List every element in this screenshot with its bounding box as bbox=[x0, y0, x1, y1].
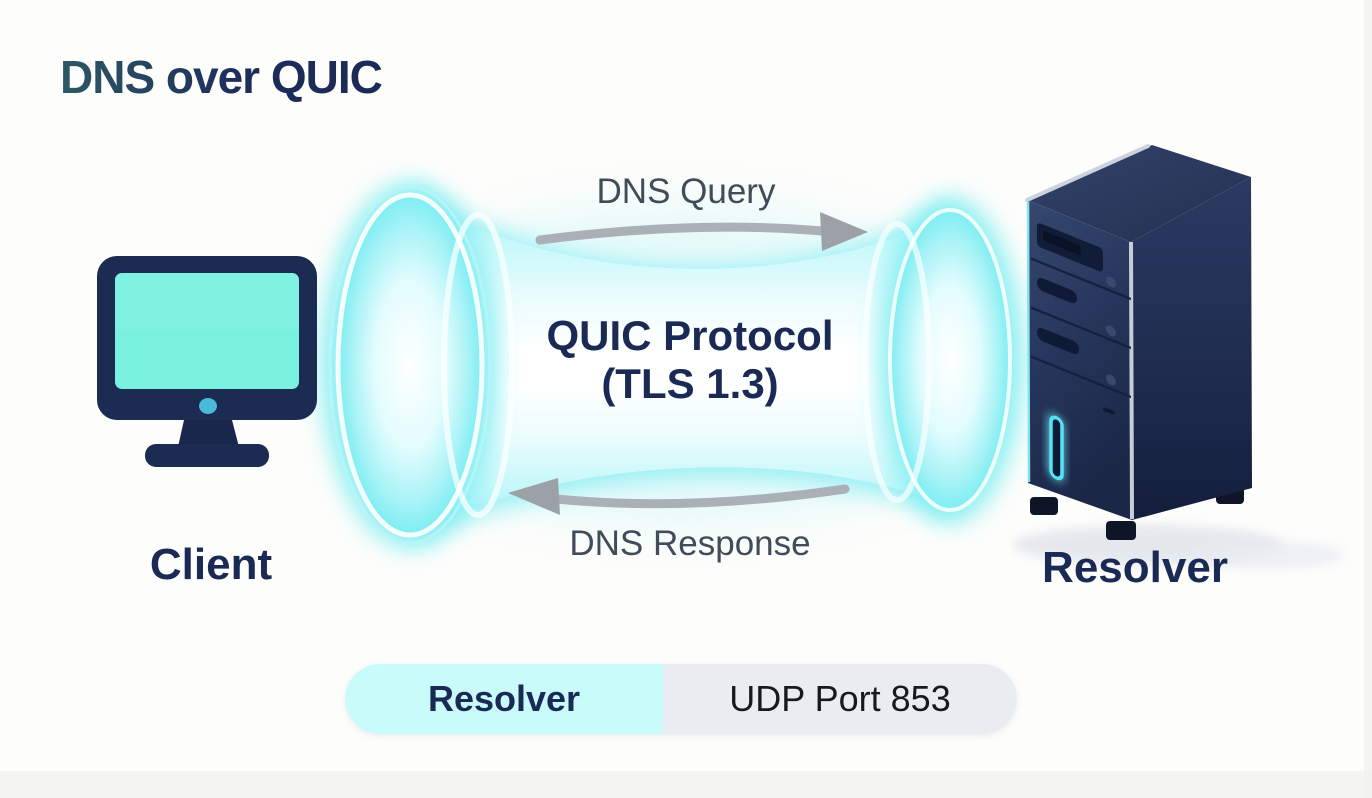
page-title: DNS over QUIC bbox=[60, 51, 383, 103]
dns-response-label: DNS Response bbox=[569, 524, 811, 563]
tunnel-protocol-line1: QUIC Protocol bbox=[546, 312, 834, 359]
port-badge: Resolver UDP Port 853 bbox=[345, 664, 1017, 734]
bottom-edge-strip bbox=[0, 771, 1372, 798]
badge-port-segment: UDP Port 853 bbox=[663, 664, 1017, 734]
response-arrow-icon bbox=[508, 478, 850, 515]
resolver-server-icon bbox=[1013, 144, 1345, 569]
right-edge-strip bbox=[1364, 0, 1372, 798]
tunnel-protocol-line2: (TLS 1.3) bbox=[601, 360, 779, 408]
client-monitor-icon bbox=[97, 256, 317, 467]
query-arrow-icon bbox=[535, 212, 868, 251]
client-node-label: Client bbox=[149, 540, 273, 589]
badge-endpoint-segment: Resolver bbox=[345, 664, 663, 734]
resolver-node-label: Resolver bbox=[1042, 543, 1228, 592]
tunnel-protocol-label: QUIC Protocol (TLS 1.3) bbox=[546, 312, 833, 409]
dns-query-label: DNS Query bbox=[596, 172, 776, 211]
